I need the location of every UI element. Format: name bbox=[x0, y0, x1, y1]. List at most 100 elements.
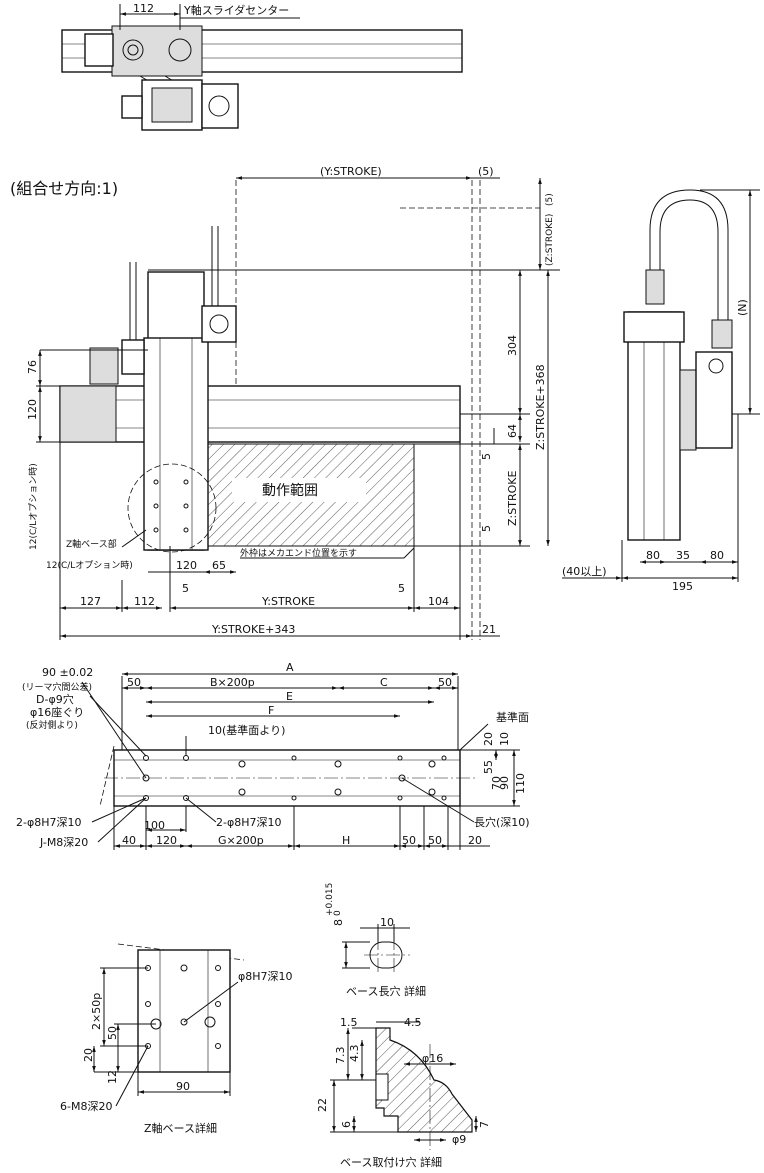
z-base-detail: 2×50p 50 20 12 90 φ8H7深10 6-M8深20 Z軸ベース詳… bbox=[60, 943, 293, 1135]
z-detail-dim-20: 20 bbox=[82, 1048, 95, 1062]
base-holes bbox=[142, 755, 447, 801]
base-dim-90v: 90 bbox=[498, 776, 511, 790]
y-stroke: Y:STROKE bbox=[261, 595, 315, 608]
hole-dim-6: 6 bbox=[340, 1121, 353, 1128]
y-slider-center-label: Y軸スライダセンター bbox=[183, 3, 289, 17]
slot-dim-10: 10 bbox=[380, 916, 394, 929]
hole-dim-45: 4.5 bbox=[404, 1016, 422, 1029]
y-stroke-343: Y:STROKE+343 bbox=[211, 623, 295, 636]
base-dim-50c: 50 bbox=[402, 834, 416, 847]
top-view: 112 Y軸スライダセンター bbox=[61, 2, 463, 131]
base-j-tap: J-M8深20 bbox=[39, 836, 88, 849]
base-slot-label: 長穴(深10) bbox=[474, 815, 530, 829]
base-opposite: (反対側より) bbox=[26, 719, 78, 731]
base-dim-10v: 10 bbox=[498, 732, 511, 746]
dim-21: 21 bbox=[482, 623, 496, 636]
base-ref-10: 10(基準面より) bbox=[208, 723, 285, 737]
base-counterbore: φ16座ぐり bbox=[30, 705, 84, 719]
z-base-holes bbox=[153, 479, 189, 533]
top-dim-112: 112 bbox=[133, 2, 154, 15]
slot-detail: 8 +0.015 0 10 ベース長穴 詳細 bbox=[325, 883, 426, 998]
hole-detail-caption: ベース取付け穴 詳細 bbox=[340, 1155, 442, 1169]
hole-dim-15: 1.5 bbox=[340, 1016, 358, 1029]
hole-dim-73: 7.3 bbox=[334, 1047, 347, 1065]
dim-304: 304 bbox=[506, 335, 519, 356]
base-d-hole: D-φ9穴 bbox=[36, 692, 74, 706]
side-dim-80a: 80 bbox=[646, 549, 660, 562]
side-body bbox=[627, 311, 681, 541]
z-detail-tap: 6-M8深20 bbox=[60, 1100, 112, 1113]
z-detail-holes bbox=[145, 964, 221, 1049]
base-dim-20h: 20 bbox=[468, 834, 482, 847]
combination-direction-title: (組合せ方向:1) bbox=[10, 179, 118, 198]
z-detail-dim-50: 50 bbox=[106, 1026, 119, 1040]
base-dim-f: F bbox=[268, 704, 274, 717]
hole-dia-16: φ16 bbox=[422, 1052, 443, 1065]
hole-section bbox=[375, 1027, 473, 1133]
dim-65: 65 bbox=[212, 559, 226, 572]
dim-5-paren: (5) bbox=[478, 165, 494, 178]
cl-option-h: 12(C/Lオプション時) bbox=[46, 560, 133, 571]
slot-tol-lower: 0 bbox=[333, 910, 343, 916]
base-dim-110: 110 bbox=[514, 773, 527, 794]
dim-5-paren-v: (5) bbox=[545, 193, 555, 206]
dim-5d: 5 bbox=[398, 582, 405, 595]
dim-127: 127 bbox=[80, 595, 101, 608]
base-dim-120: 120 bbox=[156, 834, 177, 847]
dim-120v: 120 bbox=[26, 399, 39, 420]
z-base-detail-circle bbox=[127, 463, 217, 553]
z-detail-caption: Z軸ベース詳細 bbox=[144, 1121, 217, 1135]
base-b-pitch: B×200p bbox=[210, 676, 255, 689]
base-dim-a: A bbox=[286, 661, 294, 674]
base-dim-100: 100 bbox=[144, 819, 165, 832]
hole-detail: 1.5 4.5 7.3 4.3 φ16 22 6 7 φ9 ベース取付け穴 詳細 bbox=[316, 1016, 491, 1169]
hole-dim-43: 4.3 bbox=[348, 1045, 361, 1063]
side-dim-35: 35 bbox=[676, 549, 690, 562]
dim-5a: 5 bbox=[480, 453, 493, 460]
side-view: (N) 80 35 80 (40以上) 195 bbox=[562, 189, 760, 593]
side-dim-195: 195 bbox=[672, 580, 693, 593]
base-dim-40: 40 bbox=[122, 834, 136, 847]
base-pin-left: 2-φ8H7深10 bbox=[16, 816, 82, 829]
dim-104: 104 bbox=[428, 595, 449, 608]
base-dim-55: 55 bbox=[482, 760, 495, 774]
base-dim-50b: 50 bbox=[438, 676, 452, 689]
slot-tol-upper: +0.015 bbox=[325, 883, 335, 916]
front-view: (組合せ方向:1) 動作範囲 (Y:ST bbox=[10, 165, 560, 640]
z-detail-pitch: 2×50p bbox=[90, 993, 103, 1030]
slot-tol-8: 8 bbox=[332, 919, 345, 926]
working-range-label: 動作範囲 bbox=[262, 482, 318, 499]
side-dim-80b: 80 bbox=[710, 549, 724, 562]
dim-5c: 5 bbox=[182, 582, 189, 595]
z-detail-dim-12: 12 bbox=[106, 1070, 119, 1084]
base-dim-70: 70 bbox=[490, 776, 503, 790]
side-dim-n: (N) bbox=[736, 299, 749, 316]
z-base-label: Z軸ベース部 bbox=[66, 538, 117, 550]
dim-76: 76 bbox=[26, 360, 39, 374]
hole-dim-7: 7 bbox=[478, 1121, 491, 1128]
base-tol-90: 90 ±0.02 bbox=[42, 666, 93, 679]
outer-frame-note: 外枠はメカエンド位置を示す bbox=[240, 547, 357, 559]
z-stroke: Z:STROKE bbox=[506, 471, 519, 526]
side-dim-40: (40以上) bbox=[562, 565, 607, 578]
dim-120h: 120 bbox=[176, 559, 197, 572]
base-view: A 90 ±0.02 (リーマ穴間公差) 50 B×200p C 50 E D-… bbox=[16, 661, 530, 850]
z-detail-dim-90: 90 bbox=[176, 1080, 190, 1093]
base-dim-20v: 20 bbox=[482, 732, 495, 746]
cl-option-v: 12(C/Lオプション時) bbox=[28, 463, 39, 550]
base-dim-h: H bbox=[342, 834, 350, 847]
slot-detail-caption: ベース長穴 詳細 bbox=[346, 984, 426, 998]
base-g-pitch: G×200p bbox=[218, 834, 264, 847]
base-dim-50d: 50 bbox=[428, 834, 442, 847]
hole-dia-9: φ9 bbox=[452, 1133, 466, 1146]
base-pin-center: 2-φ8H7深10 bbox=[216, 816, 282, 829]
dim-64: 64 bbox=[506, 424, 519, 438]
base-dim-e: E bbox=[286, 690, 293, 703]
dim-5b: 5 bbox=[480, 525, 493, 532]
z-stroke-368: Z:STROKE+368 bbox=[534, 364, 547, 450]
z-stroke-paren: (Z:STROKE) bbox=[545, 214, 555, 266]
dim-112-front: 112 bbox=[134, 595, 155, 608]
base-dim-50a: 50 bbox=[127, 676, 141, 689]
y-stroke-paren: (Y:STROKE) bbox=[320, 165, 382, 178]
